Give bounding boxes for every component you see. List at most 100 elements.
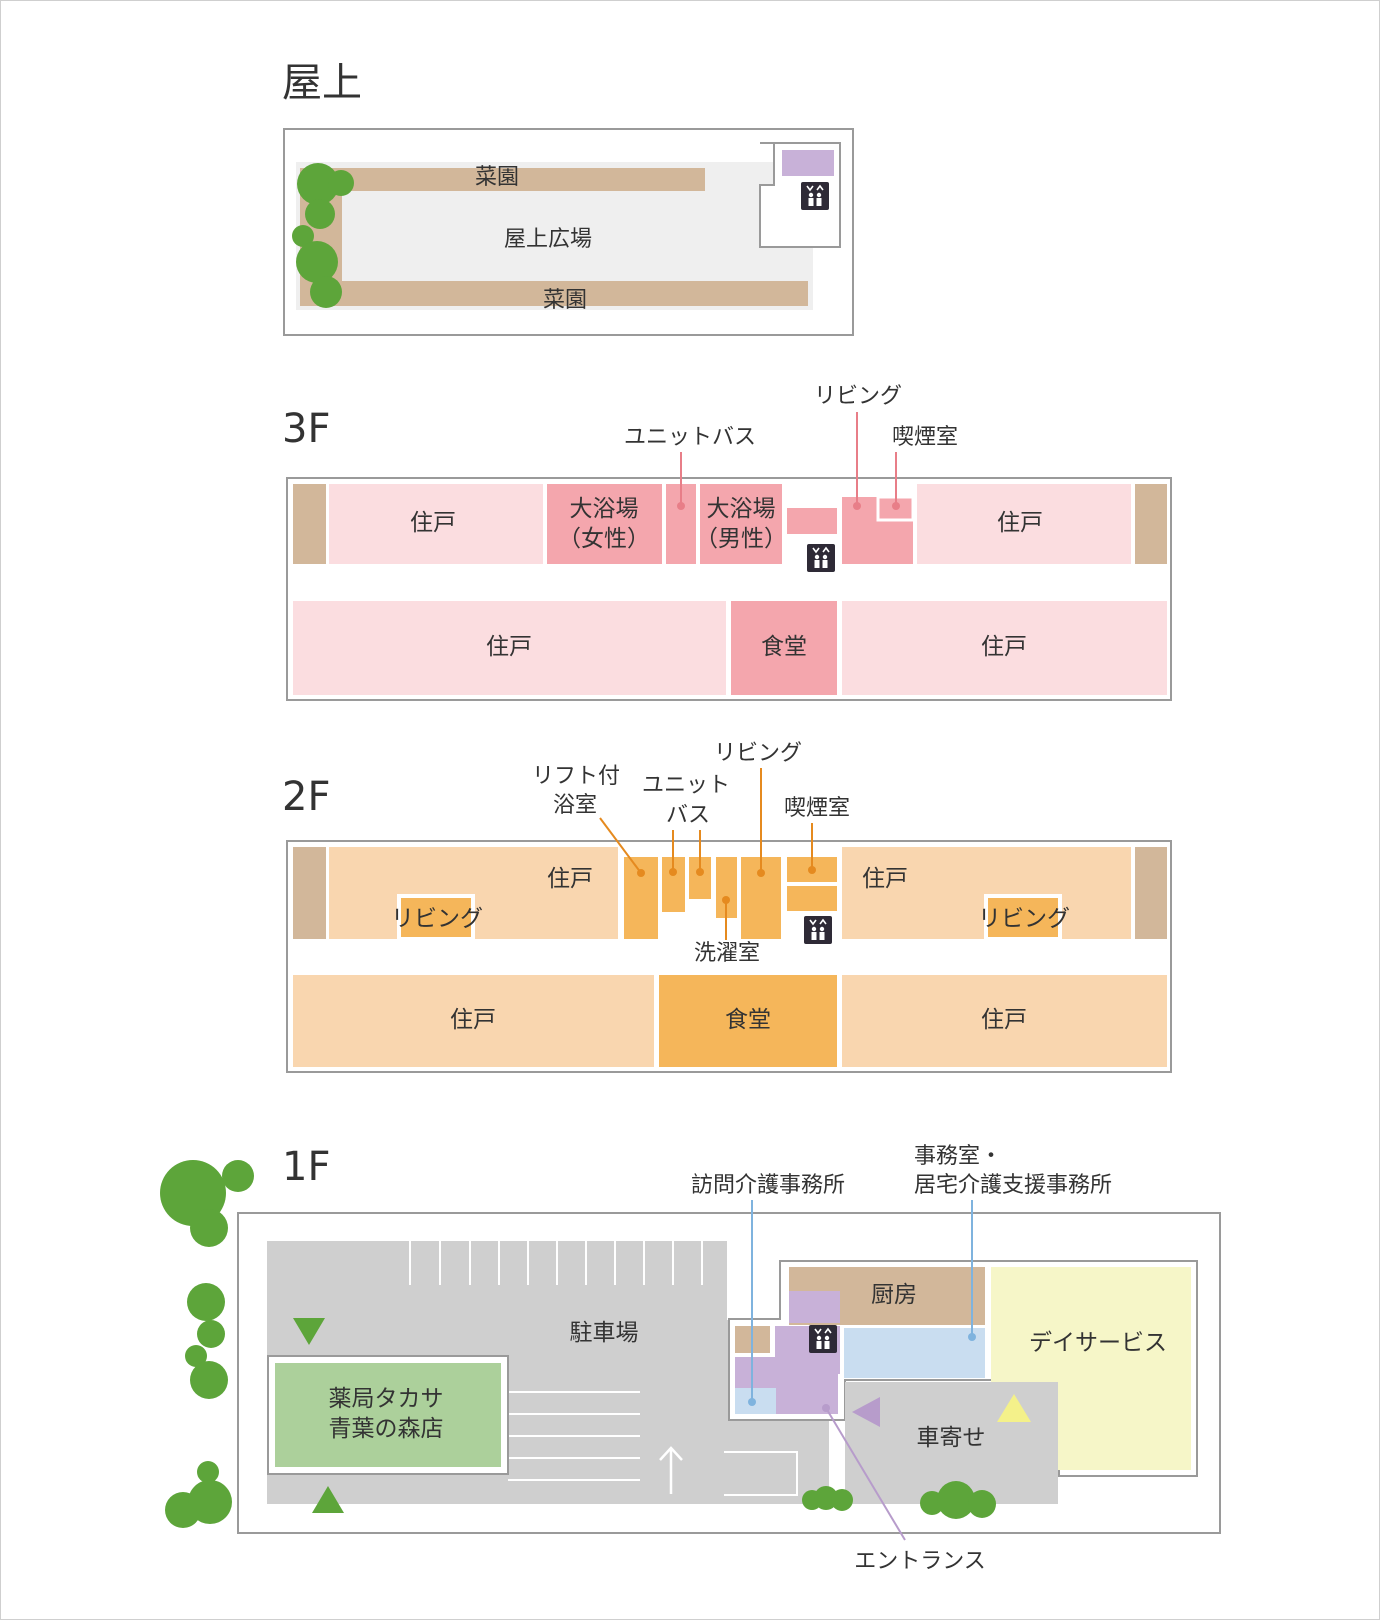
f1-dropoff-label: 車寄せ — [917, 1425, 986, 1451]
f2-living-left-label: リビング — [391, 906, 483, 932]
f1-entrance-label: エントランス — [854, 1549, 986, 1574]
f2-living-right-label: リビング — [978, 906, 1070, 932]
elevator-icon — [803, 915, 833, 945]
rooftop-title: 屋上 — [282, 60, 362, 106]
rooftop-trees — [292, 163, 354, 308]
arrow-up-icon — [659, 1446, 683, 1494]
entry-triangle-icon — [852, 1397, 880, 1427]
f1-day-service-label: デイサービス — [1029, 1330, 1167, 1356]
f2-dwelling-bl-label: 住戸 — [450, 1007, 496, 1033]
f3-stair-left — [293, 484, 326, 564]
leader-line — [599, 817, 642, 874]
f2-dwelling-tl-label: 住戸 — [547, 866, 593, 892]
f1-office-label-2: 居宅介護支援事務所 — [914, 1173, 1112, 1198]
floor-1f: 1F — [160, 1144, 1221, 1574]
f1-stair — [789, 1291, 840, 1323]
f2-living-top-label: リビング — [714, 741, 802, 766]
rooftop-floor: 屋上 菜園 屋上広場 菜園 — [282, 60, 854, 336]
f3-bath-men-label-2: （男性） — [695, 526, 787, 552]
f3-stair-right — [1135, 484, 1167, 564]
f1-office-label-1: 事務室・ — [914, 1144, 1002, 1169]
f2-dwelling-br — [842, 975, 1167, 1067]
leader-dot — [822, 1404, 830, 1412]
f1-office — [844, 1328, 985, 1378]
f3-dwelling-tl-label: 住戸 — [410, 510, 456, 536]
f1-parking-lines — [409, 1241, 798, 1496]
f1-pharmacy-label-2: 青葉の森店 — [329, 1416, 444, 1442]
f2-stair-left — [293, 847, 326, 939]
f2-small-room — [787, 886, 837, 911]
leader-dot — [968, 1333, 976, 1341]
leader-dot — [892, 502, 900, 510]
f3-dining-label: 食堂 — [761, 634, 807, 660]
f2-unit-bath-b — [689, 857, 711, 899]
entry-triangle-icon — [312, 1486, 344, 1513]
f2-dining-label: 食堂 — [725, 1007, 771, 1033]
f3-small-room — [787, 508, 837, 534]
leader-dot — [669, 868, 677, 876]
f3-dwelling-br-label: 住戸 — [981, 634, 1027, 660]
leader-dot — [637, 869, 645, 877]
f3-unit-bath-label: ユニットバス — [624, 425, 756, 450]
f1-visiting-care-label: 訪問介護事務所 — [691, 1173, 845, 1198]
elevator-icon — [808, 1324, 838, 1354]
f1-trees — [160, 1160, 996, 1528]
entry-triangle-icon — [997, 1394, 1031, 1422]
floor-2f: 2F リフト付 浴室 ユニット バス リビング 喫煙室 — [282, 741, 1172, 1073]
f2-smoking-label: 喫煙室 — [784, 796, 850, 821]
f2-laundry-label: 洗濯室 — [694, 941, 760, 966]
leader-dot — [853, 502, 861, 510]
f3-bath-men — [700, 484, 782, 564]
f2-title: 2F — [282, 774, 330, 820]
leader-dot — [748, 1398, 756, 1406]
f3-smoking-label: 喫煙室 — [892, 425, 958, 450]
f3-bath-women — [547, 484, 662, 564]
rooftop-garden-bottom — [300, 281, 808, 306]
f2-unit-bath-label-2: バス — [666, 803, 710, 828]
f2-dwelling-bl — [293, 975, 654, 1067]
f1-pharmacy-label-1: 薬局タカサ — [329, 1386, 444, 1412]
f3-title: 3F — [282, 406, 330, 452]
f2-living-right — [984, 894, 1062, 941]
f1-kitchen-label: 厨房 — [871, 1282, 917, 1308]
floor-3f: 3F ユニットバス リビング 喫煙室 住戸 大浴場 （女性） 大浴場 （男性） … — [282, 384, 1172, 701]
f3-dwelling-br — [842, 601, 1167, 695]
f2-unit-bath-a — [662, 857, 685, 912]
elevator-icon — [800, 181, 830, 211]
rooftop-garden-top-label: 菜園 — [475, 165, 519, 190]
leader-dot — [757, 869, 765, 877]
leader-dot — [677, 502, 685, 510]
f1-title: 1F — [282, 1144, 330, 1190]
f3-bath-women-label-1: 大浴場 — [570, 496, 639, 522]
rooftop-plaza-label: 屋上広場 — [504, 227, 592, 252]
f2-lift-bath-label-1: リフト付 — [532, 764, 620, 789]
f1-parking-label: 駐車場 — [570, 1320, 639, 1346]
f1-pharmacy — [275, 1363, 501, 1467]
f2-dining — [659, 975, 837, 1067]
rooftop-garden-bottom-label: 菜園 — [543, 288, 587, 313]
leader-dot — [808, 866, 816, 874]
f3-bath-women-label-2: （女性） — [558, 526, 650, 552]
f2-unit-bath-label-1: ユニット — [642, 773, 730, 798]
f2-laundry — [716, 857, 737, 918]
f3-dining — [731, 601, 837, 695]
f2-dwelling-tr-label: 住戸 — [862, 866, 908, 892]
f3-bath-men-label-1: 大浴場 — [707, 496, 776, 522]
f3-dwelling-bl — [293, 601, 726, 695]
f3-dwelling-tl — [329, 484, 543, 564]
f2-stair-right — [1135, 847, 1167, 939]
f3-dwelling-tr — [917, 484, 1131, 564]
f3-dwelling-bl-label: 住戸 — [486, 634, 532, 660]
leader-dot — [696, 868, 704, 876]
f3-living-label: リビング — [814, 384, 902, 409]
leader-line — [825, 1407, 906, 1541]
rooftop-stair — [782, 150, 834, 176]
rooftop-garden-top — [300, 168, 705, 191]
f2-lift-bath-label-2: 浴室 — [553, 793, 597, 818]
f3-dwelling-tr-label: 住戸 — [997, 510, 1043, 536]
f2-living-left — [397, 894, 475, 941]
entry-triangle-icon — [293, 1318, 325, 1345]
f2-dwelling-br-label: 住戸 — [981, 1007, 1027, 1033]
elevator-icon — [806, 543, 836, 573]
